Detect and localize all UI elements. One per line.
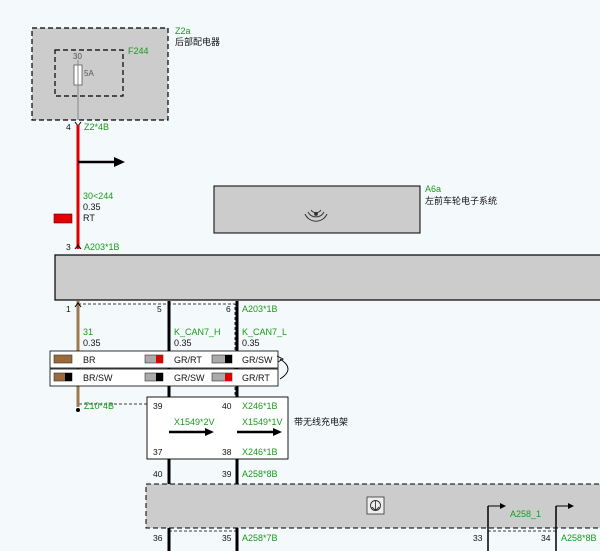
f244-fuse-holder <box>54 49 124 97</box>
signal-arrow-icon <box>500 503 506 509</box>
pin-39-a: 39 <box>153 401 163 411</box>
a258-8b-bottom-label: A258*8B <box>561 533 597 543</box>
pin-36: 36 <box>153 533 163 543</box>
a258-1-label: A258_1 <box>510 509 541 519</box>
signal-arrow-icon <box>114 157 125 167</box>
wire-31-gauge: 0.35 <box>83 338 101 348</box>
f244-code: F244 <box>128 46 149 56</box>
pin-40-b: 40 <box>153 469 163 479</box>
signal-arrow-icon <box>568 503 574 509</box>
module-gear-icon <box>366 496 385 515</box>
pin-35: 35 <box>222 533 232 543</box>
pin-3: 3 <box>66 242 71 252</box>
x1549-1v-label: X1549*1V <box>242 417 283 427</box>
color-row2-right: GR/RT <box>242 373 270 383</box>
pin-4: 4 <box>66 122 71 132</box>
a6a-code: A6a <box>425 184 441 194</box>
pin-40-a: 40 <box>222 401 232 411</box>
a203-1b-top-label: A203*1B <box>84 242 120 252</box>
wire-30-244-gauge: 0.35 <box>83 202 101 212</box>
pin-39-b: 39 <box>222 469 232 479</box>
can-l-gauge: 0.35 <box>242 338 260 348</box>
z10-4b-label: Z10*4B <box>84 401 114 411</box>
x246-1b-top-label: X246*1B <box>242 401 278 411</box>
pin-34: 34 <box>541 533 551 543</box>
x1549-name: 带无线充电架 <box>294 416 348 427</box>
pin-5: 5 <box>157 304 162 314</box>
color-row1-right: GR/SW <box>242 355 273 365</box>
wire-31-id: 31 <box>83 327 93 337</box>
color-row2-mid: GR/SW <box>174 373 205 383</box>
can-h-gauge: 0.35 <box>174 338 192 348</box>
z2-4b-label: Z2*4B <box>84 122 109 132</box>
a203-module[interactable] <box>54 254 600 301</box>
a203-1b-bottom-label: A203*1B <box>242 304 278 314</box>
x1549-2v-label: X1549*2V <box>174 417 215 427</box>
z2a-code: Z2a <box>175 26 191 36</box>
wire-30-244-color: RT <box>83 213 95 223</box>
a258-8b-top-label: A258*8B <box>242 469 278 479</box>
a6a-name: 左前车轮电子系统 <box>425 195 497 206</box>
wire-color-swatch-rt <box>53 213 73 224</box>
f244-rating: 5A <box>84 69 94 78</box>
pin-6: 6 <box>226 304 231 314</box>
pin-37: 37 <box>153 447 163 457</box>
color-row2-left: BR/SW <box>83 373 113 383</box>
z2a-name: 后部配电器 <box>175 36 220 47</box>
signal-arrow-icon <box>205 428 214 436</box>
x1549-connector-box[interactable] <box>146 396 289 460</box>
pin-38: 38 <box>222 447 232 457</box>
wireless-sensor-icon <box>304 209 328 222</box>
twist-indicator-icon <box>276 355 289 380</box>
pin-33: 33 <box>473 533 483 543</box>
color-row1-mid: GR/RT <box>174 355 202 365</box>
ground-terminal <box>76 408 80 412</box>
a6a-module[interactable] <box>213 185 421 234</box>
f244-pin: 30 <box>73 52 82 61</box>
wire-30-244-id: 30<244 <box>83 191 113 201</box>
z2a-distribution-box[interactable] <box>31 27 169 121</box>
color-table <box>49 350 279 387</box>
color-row1-left: BR <box>83 355 96 365</box>
pin-1: 1 <box>66 304 71 314</box>
can-l-id: K_CAN7_L <box>242 327 287 337</box>
fuse-icon <box>73 60 83 120</box>
signal-arrow-icon <box>273 428 282 436</box>
x246-1b-bottom-label: X246*1B <box>242 447 278 457</box>
can-h-id: K_CAN7_H <box>174 327 221 337</box>
a258-7b-label: A258*7B <box>242 533 278 543</box>
